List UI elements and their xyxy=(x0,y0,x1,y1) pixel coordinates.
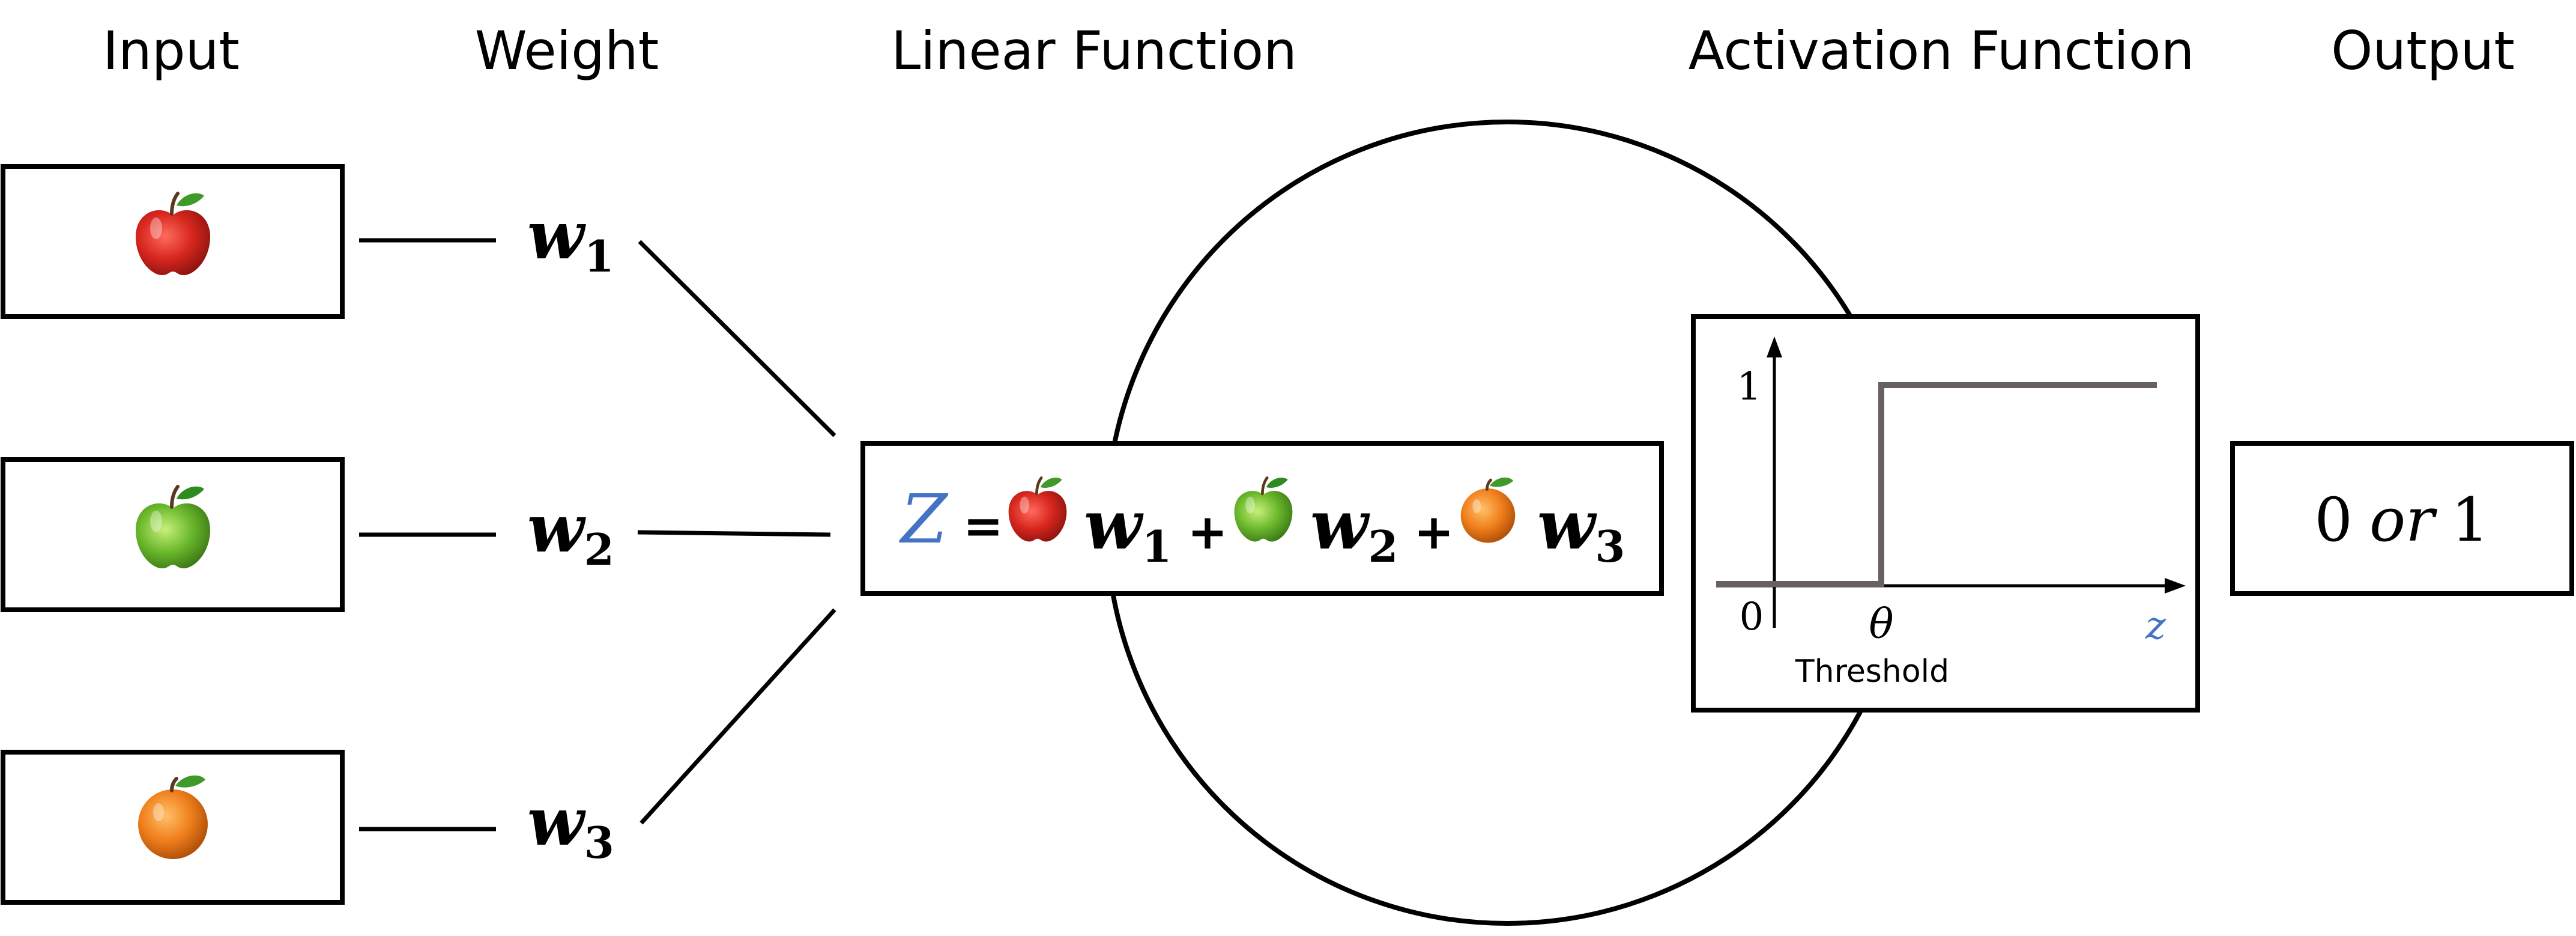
y-tick-one: 1 xyxy=(1737,365,1762,409)
linear-function-box: Z = w1+ w2+ w3 xyxy=(860,441,1664,596)
activation-function-box: 1 0 θ Threshold z xyxy=(1691,314,2200,713)
connector-weight-2 xyxy=(637,530,831,537)
svg-text:w1+: w1+ xyxy=(1084,486,1228,572)
connector-weight-3 xyxy=(639,608,836,825)
z-symbol: Z xyxy=(899,481,949,559)
weight-w1: w1 xyxy=(527,196,614,282)
header-linear-function: Linear Function xyxy=(891,20,1297,82)
input-box-1 xyxy=(1,164,345,319)
input-box-3 xyxy=(1,750,345,905)
y-axis-arrowhead xyxy=(1767,336,1782,357)
svg-text:w2+: w2+ xyxy=(1310,486,1454,572)
header-input: Input xyxy=(103,20,240,82)
header-weight: Weight xyxy=(475,20,659,82)
threshold-theta: θ xyxy=(1869,601,1894,648)
x-axis-arrowhead xyxy=(2165,578,2186,594)
linear-equation: Z = xyxy=(899,481,1003,559)
weight-w3: w3 xyxy=(527,783,614,868)
weight-w2: w2 xyxy=(527,490,614,575)
input-box-2 xyxy=(1,457,345,612)
header-activation-function: Activation Function xyxy=(1689,20,2195,82)
origin-label: 0 xyxy=(1740,595,1764,639)
svg-text:w3: w3 xyxy=(1537,486,1625,572)
step-function-line xyxy=(1716,382,2157,587)
connector-weight-1 xyxy=(638,240,836,437)
header-output: Output xyxy=(2331,20,2515,82)
threshold-label: Threshold xyxy=(1795,654,1949,690)
x-axis-z-label: z xyxy=(2145,604,2166,648)
